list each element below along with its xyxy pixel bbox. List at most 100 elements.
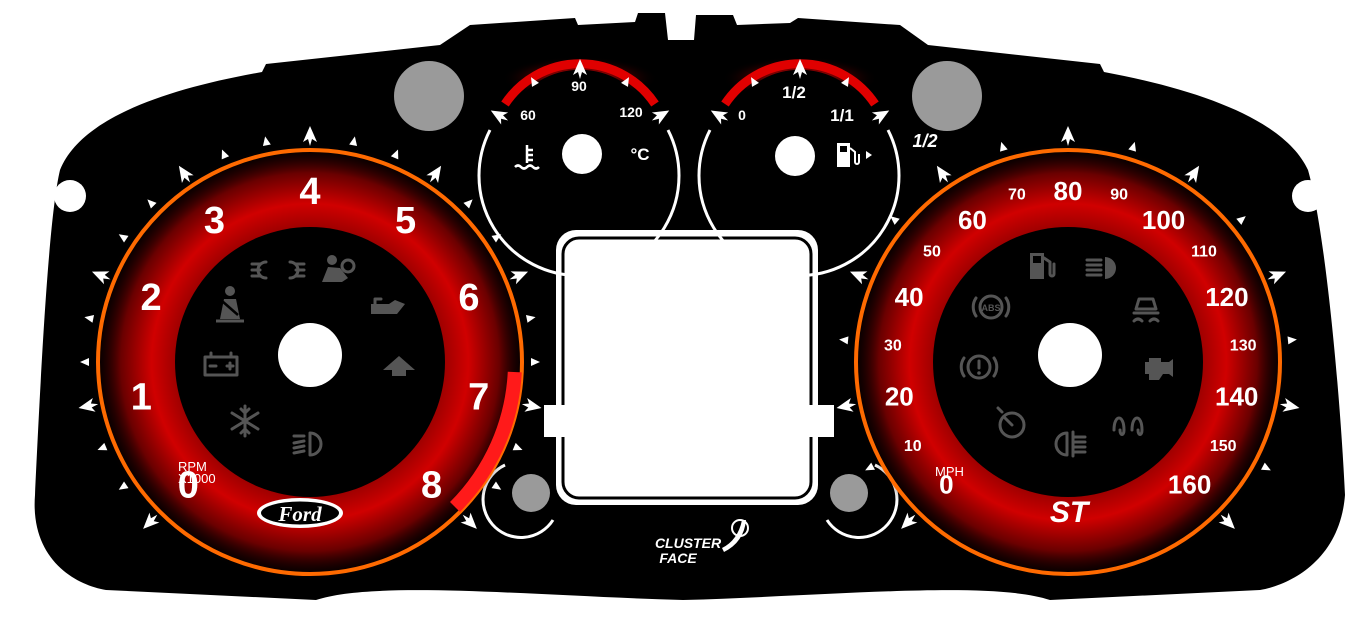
temp-label-mid: 90 [571, 78, 587, 94]
right-side-mark: 1/2 [912, 131, 937, 151]
tachometer-minor-tick [463, 199, 473, 209]
fuel-minor-tick [841, 77, 849, 87]
sensor-hole-left [394, 61, 464, 131]
watermark-line1: CLUSTER [655, 535, 722, 551]
airbag-icon [322, 255, 356, 282]
mounting-hole-left [54, 180, 86, 212]
tachometer-number: 2 [141, 277, 162, 319]
tachometer-minor-tick [525, 314, 536, 323]
ford-logo: Ford [257, 498, 343, 528]
speedometer-minor-number: 150 [1210, 438, 1237, 455]
speedometer-spindle-hole [1038, 323, 1102, 387]
st-badge: ST [1050, 496, 1091, 529]
rpm-multiplier-label: X1000 [178, 471, 216, 486]
tachometer-minor-tick [390, 149, 399, 160]
oil-can-icon [371, 297, 405, 314]
speedometer-number: 160 [1168, 470, 1211, 500]
speedometer-minor-number: 110 [1191, 243, 1217, 260]
tachometer-minor-tick [221, 149, 230, 160]
abs-icon: ABS [971, 294, 1011, 320]
tachometer-redline-band [449, 371, 522, 512]
temp-label-low: 60 [520, 107, 536, 123]
temperature-gauge: 60 90 120 °C [477, 43, 681, 278]
fuel-minor-tick [751, 77, 759, 87]
fuel-pump-icon [1030, 253, 1056, 279]
tachometer-spindle-hole [278, 323, 342, 387]
center-display [544, 230, 834, 505]
frost-icon [230, 404, 260, 438]
speedometer-number: 20 [885, 382, 914, 412]
tachometer-number: 8 [421, 465, 442, 507]
fuel-pump-gauge-icon [837, 143, 872, 167]
button-hole-left [512, 474, 550, 512]
fuel-label-empty: 0 [738, 107, 746, 123]
tachometer-number: 3 [204, 200, 225, 242]
speedometer-minor-number: 50 [923, 243, 941, 260]
speedometer-number: 40 [895, 282, 924, 312]
tachometer-minor-tick [491, 481, 502, 490]
ford-logo-text: Ford [277, 502, 322, 526]
speedometer-minor-number: 10 [904, 438, 922, 455]
button-hole-right [830, 474, 868, 512]
speedometer-number: 0 [939, 470, 953, 500]
cluster-face-watermark: CLUSTER FACE [655, 519, 749, 566]
seatbelt-icon [216, 286, 244, 323]
watermark-swoosh-icon [722, 520, 746, 552]
traction-control-icon [1132, 297, 1160, 323]
tachometer-minor-tick [512, 442, 523, 451]
fuel-gauge: 0 1/2 1/1 [697, 43, 901, 278]
tachometer-minor-tick [118, 234, 129, 243]
mph-unit-label: MPH [935, 464, 964, 479]
temp-unit-label: °C [630, 145, 649, 164]
speedometer-number: 120 [1205, 282, 1248, 312]
svg-text:ABS: ABS [981, 303, 1000, 313]
temp-minor-tick [531, 77, 539, 87]
engine-icon [1145, 358, 1173, 380]
speed-limiter-icon [996, 406, 1026, 439]
watermark-line2: FACE [659, 550, 697, 566]
mounting-hole-right [1292, 180, 1324, 212]
speedometer-minor-tick [1000, 141, 1008, 152]
high-beam-icon [1085, 257, 1116, 279]
coolant-temp-icon [514, 145, 540, 170]
temperature-spindle-hole [562, 134, 602, 174]
tachometer-number: 6 [458, 277, 479, 319]
temp-label-high: 120 [619, 104, 643, 120]
tachometer-number: 7 [468, 377, 489, 419]
speedometer-minor-tick [839, 336, 849, 345]
fuel-label-full: 1/1 [830, 106, 854, 125]
speedometer-minor-tick [1128, 141, 1136, 152]
tachometer-number: 0 [178, 465, 199, 507]
speedometer-minor-number: 30 [884, 338, 902, 355]
tachometer-number: 1 [131, 377, 152, 419]
speedometer-minor-tick [1236, 216, 1246, 225]
rear-fog-icon [1054, 430, 1087, 458]
tachometer-minor-tick [118, 481, 129, 490]
rpm-unit-label: RPM [178, 459, 207, 474]
fuel-label-half: 1/2 [782, 83, 806, 102]
tachometer-minor-tick [147, 199, 157, 209]
speedometer-minor-number: 70 [1008, 187, 1026, 204]
tachometer-number: 5 [395, 200, 416, 242]
speedometer-minor-number: 130 [1230, 338, 1257, 355]
tachometer-number: 4 [299, 171, 320, 213]
tachometer-minor-tick [262, 136, 271, 147]
brake-warning-icon [959, 354, 999, 380]
shift-arrow-icon [383, 356, 415, 376]
speedometer-minor-tick [1261, 462, 1271, 471]
sensor-hole-right [912, 61, 982, 131]
tachometer-minor-tick [531, 358, 540, 366]
warning-icons-left [203, 255, 415, 457]
speedometer-number: 140 [1215, 382, 1258, 412]
speedometer-minor-tick [865, 462, 875, 471]
glow-plug-icon [1112, 416, 1144, 436]
tachometer-minor-tick [97, 442, 108, 451]
tachometer-minor-tick [349, 136, 358, 147]
speedometer-minor-number: 90 [1110, 187, 1128, 204]
speedometer-number: 80 [1054, 176, 1083, 206]
speedometer-number: 100 [1142, 205, 1185, 235]
tachometer-minor-tick [84, 314, 95, 323]
speedometer-minor-tick [1287, 336, 1297, 345]
temp-minor-tick [621, 77, 629, 87]
